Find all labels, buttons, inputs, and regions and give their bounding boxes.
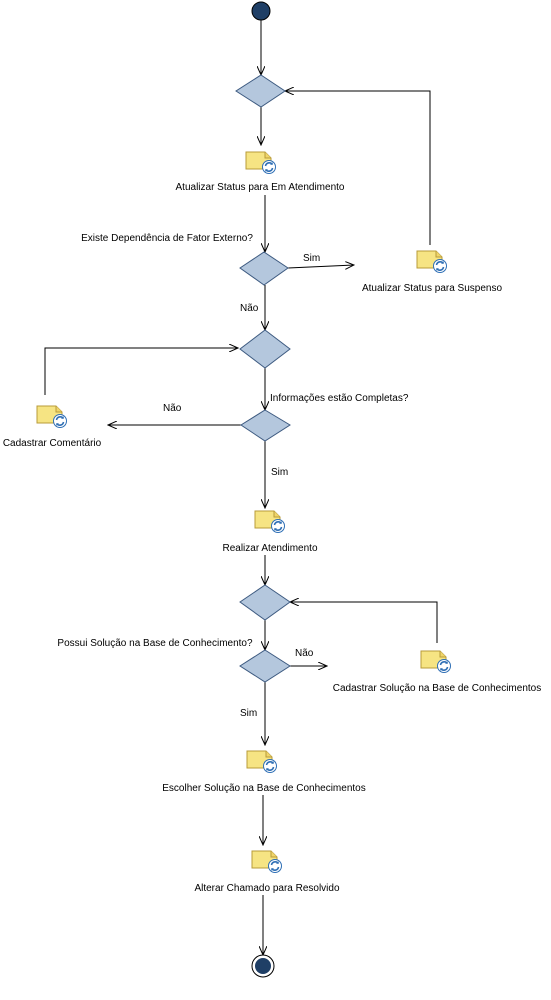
decision-label-dependencia: Existe Dependência de Fator Externo? <box>81 233 253 244</box>
guard-label-informacoes-nao: Não <box>163 403 182 414</box>
edges <box>44 20 438 955</box>
edge-dependencia-sim <box>287 265 354 268</box>
activity-label-realizar-atendimento: Realizar Atendimento <box>222 543 317 554</box>
edge-suspenso-loop <box>285 91 431 245</box>
activity-icon-atualizar-suspenso[interactable] <box>416 250 448 274</box>
activity-icon-escolher-solucao[interactable] <box>246 750 278 774</box>
guard-label-solucao-sim: Sim <box>240 708 257 719</box>
activity-icon-cadastrar-solucao[interactable] <box>420 650 452 674</box>
activity-icon-alterar-resolvido[interactable] <box>251 850 283 874</box>
guard-label-dependencia-nao: Não <box>240 303 259 314</box>
merge-diamond-1[interactable] <box>235 74 286 108</box>
activity-label-atualizar-suspenso: Atualizar Status para Suspenso <box>362 283 503 294</box>
activity-icon-cadastrar-comentario[interactable] <box>36 405 68 429</box>
activity-label-cadastrar-comentario: Cadastrar Comentário <box>3 438 102 449</box>
start-node[interactable] <box>251 1 271 21</box>
decision-label-solucao: Possui Solução na Base de Conhecimento? <box>57 638 253 649</box>
activity-label-alterar-resolvido: Alterar Chamado para Resolvido <box>194 883 340 894</box>
activity-icon-atualizar-em-atendimento[interactable] <box>245 151 277 175</box>
activity-icon-realizar-atendimento[interactable] <box>254 510 286 534</box>
decision-diamond-informacoes[interactable] <box>240 409 291 442</box>
activity-label-cadastrar-solucao: Cadastrar Solução na Base de Conheciment… <box>333 683 541 694</box>
merge-diamond-2[interactable] <box>239 329 291 369</box>
guard-label-dependencia-sim: Sim <box>303 253 320 264</box>
edge-comentario-loop <box>44 348 238 395</box>
end-node[interactable] <box>251 954 275 978</box>
decision-diamond-solucao[interactable] <box>239 649 291 683</box>
activity-label-escolher-solucao: Escolher Solução na Base de Conhecimento… <box>162 783 365 794</box>
merge-diamond-3[interactable] <box>239 584 291 621</box>
decision-label-informacoes: Informações estão Completas? <box>270 393 409 404</box>
guard-label-informacoes-sim: Sim <box>271 467 288 478</box>
activity-label-atualizar-em-atendimento: Atualizar Status para Em Atendimento <box>176 182 345 193</box>
decision-diamond-dependencia[interactable] <box>239 251 289 286</box>
guard-label-solucao-nao: Não <box>295 648 314 659</box>
edge-cadastrar-solucao-loop <box>290 602 438 643</box>
